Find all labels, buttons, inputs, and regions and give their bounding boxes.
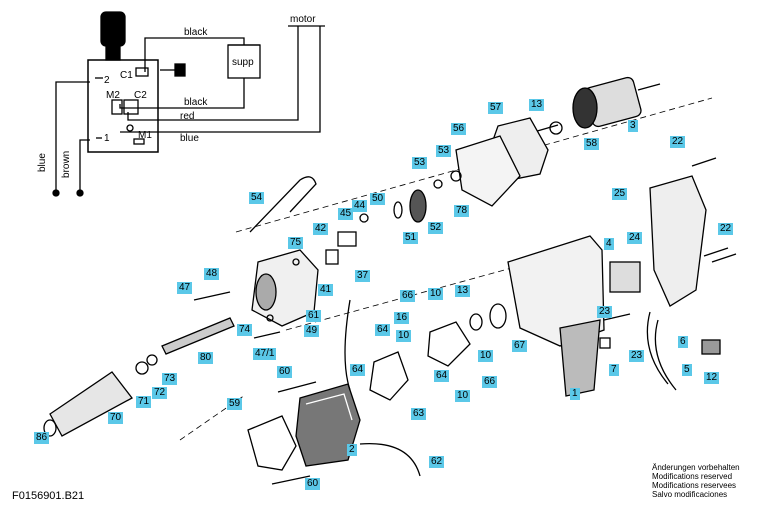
part-label: 37 [355, 270, 371, 282]
note-line: Änderungen vorbehalten [652, 463, 740, 472]
part-label: 22 [670, 136, 686, 148]
part-label: 48 [204, 268, 220, 280]
red-label: red [180, 111, 195, 122]
part-label: 50 [370, 193, 386, 205]
part-label: 10 [396, 330, 412, 342]
blue-right-label: blue [180, 133, 199, 144]
part-label: 10 [455, 390, 471, 402]
part-label: 56 [451, 123, 467, 135]
part-label: 45 [338, 208, 354, 220]
part-label: 6 [678, 336, 688, 348]
part-label: 72 [152, 387, 168, 399]
part-label: 1 [570, 388, 580, 400]
part-label: 47/1 [253, 348, 277, 360]
part-label: 7 [609, 364, 619, 376]
part-label: 86 [34, 432, 50, 444]
part-label: 23 [629, 350, 645, 362]
part-label: 74 [237, 324, 253, 336]
part-label: 22 [718, 223, 734, 235]
one-label: 1 [104, 133, 110, 144]
part-label: 80 [198, 352, 214, 364]
part-label: 53 [436, 145, 452, 157]
part-label: 57 [488, 102, 504, 114]
armature [519, 76, 661, 137]
part-label: 66 [482, 376, 498, 388]
note-line: Modifications reservees [652, 481, 737, 490]
motor-housing [507, 235, 605, 397]
part-label: 61 [306, 310, 322, 322]
part-label: 67 [512, 340, 528, 352]
motor-label: motor [290, 14, 316, 25]
part-label: 10 [428, 288, 444, 300]
part-label: 73 [162, 373, 178, 385]
black-top-label: black [184, 27, 208, 38]
part-label: 2 [347, 444, 357, 456]
part-label: 58 [584, 138, 600, 150]
supp-label: supp [232, 57, 254, 68]
part-label: 64 [350, 364, 366, 376]
part-label: 64 [375, 324, 391, 336]
part-label: 10 [478, 350, 494, 362]
part-label: 49 [304, 325, 320, 337]
part-label: 12 [704, 372, 720, 384]
c2-label: C2 [134, 90, 147, 101]
part-label: 62 [429, 456, 445, 468]
wiring-schematic [52, 11, 325, 197]
part-label: 75 [288, 237, 304, 249]
brown-label: brown [61, 150, 72, 178]
modification-note: Änderungen vorbehalten Modifications res… [652, 463, 740, 499]
part-label: 24 [627, 232, 643, 244]
part-label: 63 [411, 408, 427, 420]
m2-label: M2 [106, 90, 120, 101]
m1-label: M1 [138, 130, 152, 141]
part-label: 47 [177, 282, 193, 294]
part-label: 59 [227, 398, 243, 410]
part-label: 42 [313, 223, 329, 235]
blue-left-label: blue [37, 153, 48, 172]
part-label: 41 [318, 284, 334, 296]
part-label: 25 [612, 188, 628, 200]
part-label: 4 [604, 238, 614, 250]
part-label: 60 [277, 366, 293, 378]
part-label: 53 [412, 157, 428, 169]
part-label: 54 [249, 192, 265, 204]
two-label: 2 [104, 75, 110, 86]
part-label: 3 [628, 120, 638, 132]
part-label: 13 [529, 99, 545, 111]
part-label: 51 [403, 232, 419, 244]
part-label: 64 [434, 370, 450, 382]
part-label: 13 [455, 285, 471, 297]
part-label: 5 [682, 364, 692, 376]
note-line: Salvo modificaciones [652, 490, 728, 499]
part-label: 71 [136, 396, 152, 408]
part-label: 78 [454, 205, 470, 217]
field-coil [295, 383, 361, 467]
part-label: 16 [394, 312, 410, 324]
c1-label: C1 [120, 70, 133, 81]
part-label: 44 [352, 200, 368, 212]
part-label: 70 [108, 412, 124, 424]
black-mid-label: black [184, 97, 208, 108]
part-label: 52 [428, 222, 444, 234]
note-line: Modifications reserved [652, 472, 733, 481]
drawing-code: F0156901.B21 [12, 490, 85, 502]
part-label: 66 [400, 290, 416, 302]
part-label: 23 [597, 306, 613, 318]
part-label: 60 [305, 478, 321, 490]
